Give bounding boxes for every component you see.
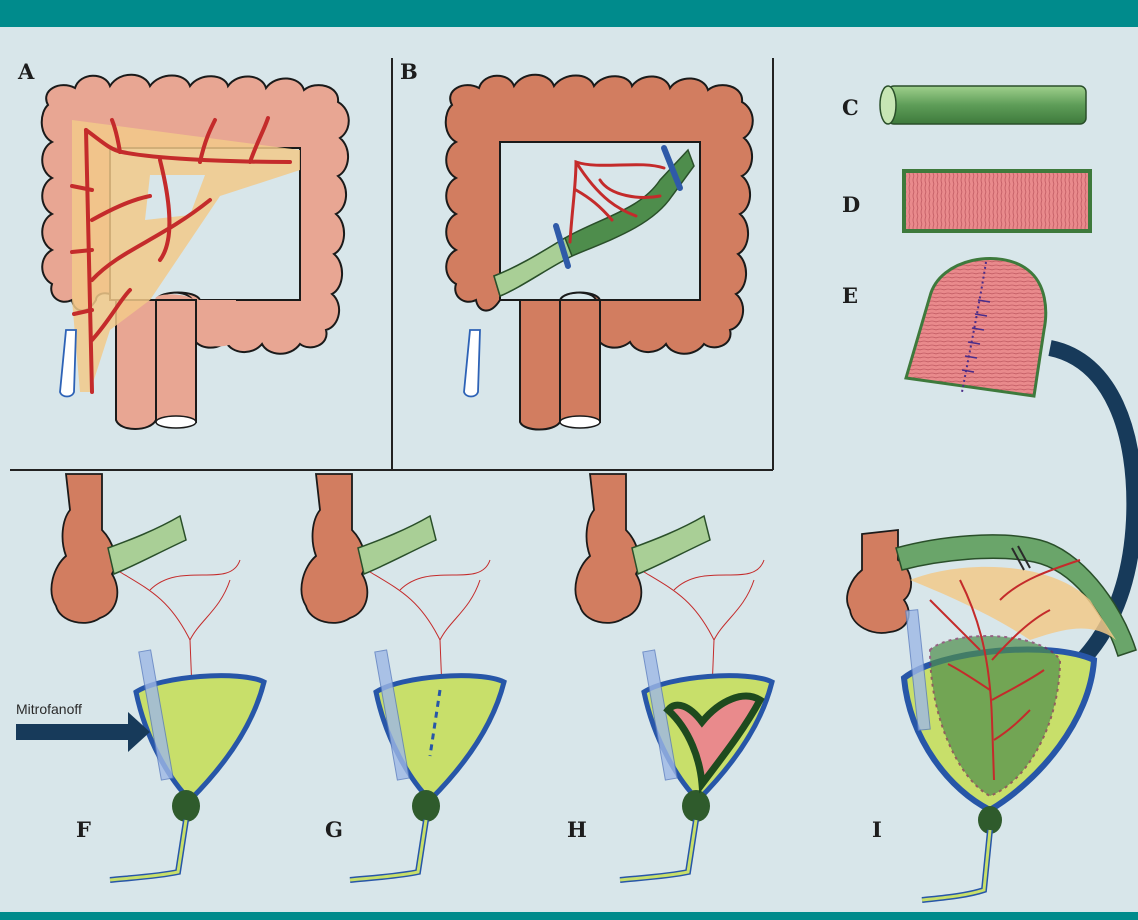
bottom-frame-bar bbox=[0, 912, 1138, 920]
label-a: A bbox=[17, 59, 35, 84]
label-f: F bbox=[76, 817, 91, 842]
label-g: G bbox=[325, 817, 343, 842]
label-c: C bbox=[842, 95, 859, 120]
panel-d-opened-segment bbox=[904, 171, 1090, 231]
panel-c-tube bbox=[880, 86, 1086, 124]
label-b: B bbox=[400, 59, 418, 84]
label-d: D bbox=[842, 192, 860, 217]
top-frame-bar bbox=[0, 0, 1138, 27]
label-e: E bbox=[842, 283, 858, 308]
label-h: H bbox=[567, 817, 587, 842]
mitrofanoff-label: Mitrofanoff bbox=[16, 701, 82, 717]
label-i: I bbox=[872, 817, 882, 842]
